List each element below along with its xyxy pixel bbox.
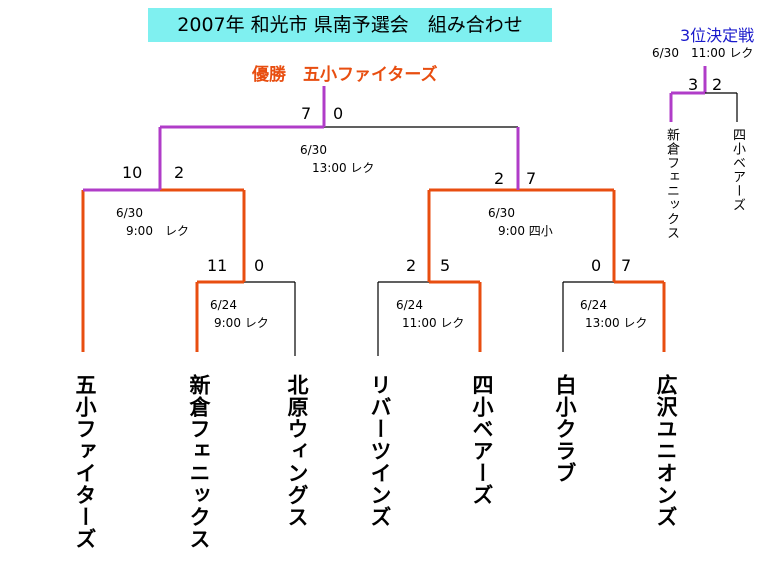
r1c-score-left: 0 xyxy=(591,256,602,275)
sfa-date: 6/30 xyxy=(116,206,143,220)
sfb-score-right: 7 xyxy=(526,169,537,188)
third-place-title: 3位決定戦 xyxy=(680,26,755,45)
team-name: リバーツインズ xyxy=(368,374,392,528)
r1a-score-left: 11 xyxy=(207,256,228,275)
sfb-time: 9:00 四小 xyxy=(498,224,553,238)
sfa-time: 9:00 レク xyxy=(126,224,189,238)
r1a-date: 6/24 xyxy=(210,298,237,312)
sfb-date: 6/30 xyxy=(488,206,515,220)
third-score-right: 2 xyxy=(712,75,723,94)
team-name: 新倉フェニックス xyxy=(187,374,211,550)
champion-label: 優勝 五小ファイターズ xyxy=(252,65,438,85)
match-r1a-lines xyxy=(195,280,296,356)
third-score-left: 3 xyxy=(688,75,699,94)
match-r1b-lines xyxy=(377,280,482,356)
r1b-score-right: 5 xyxy=(440,256,451,275)
final-score-right: 0 xyxy=(333,104,344,123)
r1b-score-left: 2 xyxy=(406,256,417,275)
sfa-score-right: 2 xyxy=(174,163,185,182)
match-r1c-lines xyxy=(562,280,666,352)
third-place-datetime: 6/30 11:00 レク xyxy=(652,46,754,60)
match-final-lines xyxy=(158,86,520,190)
final-date: 6/30 xyxy=(300,143,327,157)
team-name: 北原ウィングス xyxy=(285,374,309,528)
r1b-time: 11:00 レク xyxy=(402,316,465,330)
third-team-right: 四小ベアーズ xyxy=(730,128,745,212)
sfa-score-left: 10 xyxy=(122,163,143,182)
r1a-score-right: 0 xyxy=(254,256,265,275)
r1c-time: 13:00 レク xyxy=(585,316,648,330)
team-name: 広沢ユニオンズ xyxy=(654,374,678,528)
page-title: 2007年 和光市 県南予選会 組み合わせ xyxy=(148,8,552,42)
final-score-left: 7 xyxy=(301,104,312,123)
team-name: 五小ファイターズ xyxy=(73,374,97,550)
r1c-date: 6/24 xyxy=(580,298,607,312)
team-name: 四小ベアーズ xyxy=(470,374,494,506)
third-team-left: 新倉フェニックス xyxy=(664,128,679,240)
final-time: 13:00 レク xyxy=(312,161,375,175)
match-sfb-lines xyxy=(427,188,616,282)
match-sfa-lines xyxy=(81,188,246,352)
match-third-lines xyxy=(669,66,738,122)
sfb-score-left: 2 xyxy=(494,169,505,188)
r1b-date: 6/24 xyxy=(396,298,423,312)
team-name: 白小クラブ xyxy=(553,374,577,484)
r1a-time: 9:00 レク xyxy=(214,316,269,330)
r1c-score-right: 7 xyxy=(621,256,632,275)
